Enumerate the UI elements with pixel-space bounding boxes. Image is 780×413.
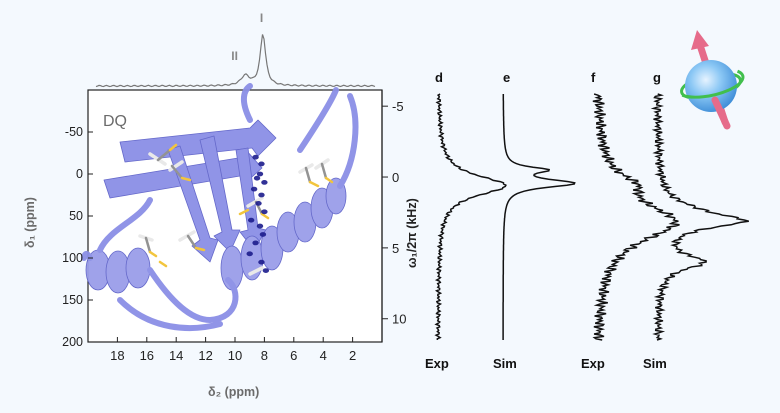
coil-loop: [81, 250, 93, 261]
coil-loop: [97, 197, 153, 253]
helix-turn: [125, 247, 151, 289]
y-axis-label: δ₁ (ppm): [23, 197, 37, 248]
trace-panel-label: f: [591, 70, 596, 85]
sphere-body: [685, 60, 737, 112]
cross-peaks: [246, 154, 270, 273]
x-tick-label: 8: [261, 348, 268, 363]
cross-peak: [258, 259, 265, 265]
y-axis-ticks: -50 0 50 100 150 200: [62, 125, 93, 349]
beta-strand: [119, 119, 277, 163]
omega-tick-label: 10: [392, 312, 406, 327]
trace-caption: Sim: [493, 356, 517, 371]
spin-sphere-icon: [680, 30, 745, 130]
coil-loop: [297, 87, 339, 153]
orbit-ring-front: [681, 69, 745, 99]
trace-caption: Exp: [581, 356, 605, 371]
x-tick-label: 14: [169, 348, 183, 363]
projection-peak-label: I: [260, 11, 263, 25]
cross-peak: [259, 232, 267, 237]
trace-panel-label: e: [503, 70, 510, 85]
cross-peak: [253, 175, 261, 181]
side-chain: [144, 148, 328, 254]
cross-peak: [252, 240, 259, 246]
omega-axis-ticks: -5 0 5 10: [382, 99, 406, 327]
cross-peak: [252, 154, 259, 160]
beta-strand: [199, 135, 241, 253]
x-tick-label: 18: [110, 348, 124, 363]
omega-tick-label: 0: [392, 170, 399, 185]
beta-strand: [235, 147, 267, 251]
trace-panel-label: g: [653, 70, 661, 85]
spin-arrow-head: [691, 30, 709, 50]
projection-trace: [95, 34, 376, 88]
side-chain: [148, 143, 334, 268]
y-tick-label: 150: [62, 293, 83, 307]
coil-loop: [241, 83, 253, 123]
coil-loop: [147, 267, 239, 324]
x-tick-label: 16: [140, 348, 154, 363]
x-axis-ticks: 18 16 14 12 10 8 6 4 2: [110, 337, 356, 363]
protein-structure-illustration: [81, 83, 359, 331]
cross-peak: [258, 192, 265, 198]
y-tick-label: -50: [65, 125, 83, 139]
omega-tick-label: 5: [392, 241, 399, 256]
slice-trace-g: [650, 93, 749, 341]
y-tick-label: 50: [69, 209, 83, 223]
omega-tick-label: -5: [392, 99, 404, 114]
x-tick-label: 2: [349, 348, 356, 363]
y-tick-label: 0: [76, 167, 83, 181]
cross-peak: [261, 180, 268, 185]
x-tick-label: 10: [228, 348, 242, 363]
projection-peak-label: II: [231, 49, 238, 63]
trace-panel-label: d: [435, 70, 443, 85]
cross-peak: [258, 161, 265, 167]
trace-caption: Exp: [425, 356, 449, 371]
x-tick-label: 12: [198, 348, 212, 363]
omega-axis-label: ω₁/2π (kHz): [405, 198, 419, 268]
dq-spectrum-panel: 18 16 14 12 10 8 6 4 2 -50 0 50 100 150 200 DQ δ₂ (pp…: [23, 11, 383, 399]
cross-peak: [256, 171, 264, 177]
dq-panel-label: DQ: [103, 113, 127, 130]
slice-trace-f: [592, 93, 680, 341]
y-tick-label: 100: [62, 251, 83, 265]
cross-peak: [256, 223, 264, 229]
cross-peak: [246, 251, 253, 257]
cross-peak: [250, 186, 258, 192]
slice-trace-d: [434, 93, 507, 341]
cross-peak: [255, 201, 262, 206]
y-tick-label: 200: [62, 335, 83, 349]
slice-trace-e: [502, 94, 576, 340]
spin-arrow-tail: [711, 96, 731, 130]
coil-loop: [337, 93, 359, 189]
cross-peak: [262, 268, 270, 273]
x-tick-label: 4: [320, 348, 327, 363]
omega-axis: -5 0 5 10 ω₁/2π (kHz): [381, 90, 419, 342]
cross-peak: [261, 209, 268, 215]
coil-loop: [117, 297, 223, 331]
trace-caption: Sim: [643, 356, 667, 371]
cross-peak: [247, 217, 255, 223]
x-tick-label: 6: [290, 348, 297, 363]
x-axis-label: δ₂ (ppm): [208, 385, 259, 399]
